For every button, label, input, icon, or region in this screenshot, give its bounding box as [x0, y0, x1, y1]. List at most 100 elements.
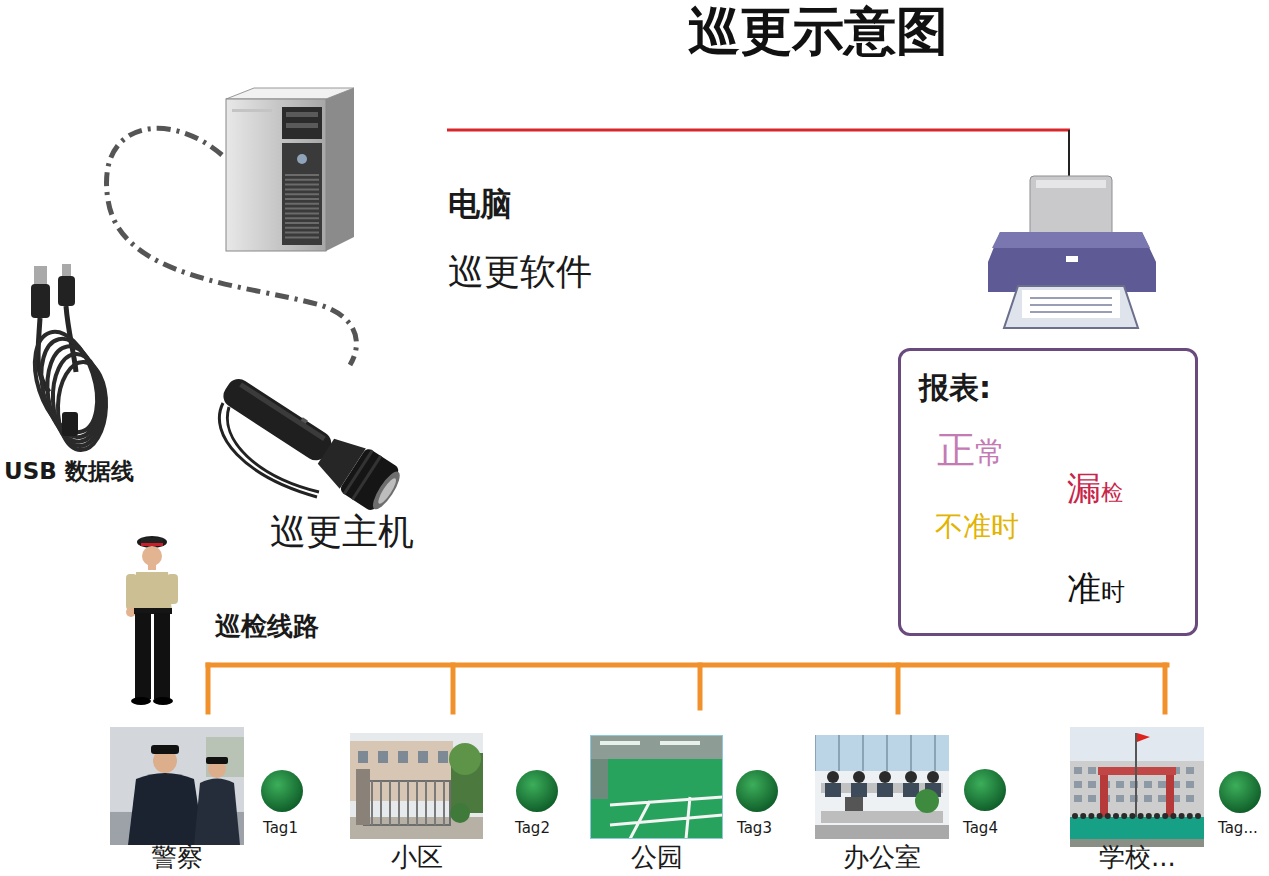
photo-caption: 警察 [151, 843, 203, 873]
node-text: 正常 [937, 429, 1005, 473]
school-illustration-part [1158, 795, 1166, 802]
park-illustration-part [590, 735, 723, 839]
community-illustration-part [371, 781, 373, 825]
computer-illustration-part [326, 88, 354, 251]
park-illustration [590, 735, 723, 839]
school-illustration-part [1179, 813, 1185, 819]
police-illustration [110, 727, 244, 845]
office-illustration-part [851, 783, 867, 797]
park-illustration-part [590, 759, 608, 799]
school-illustration-part [1129, 813, 1135, 819]
guard-figure-part [141, 543, 163, 546]
school-illustration [1070, 727, 1204, 847]
node-text: 准时 [1067, 569, 1125, 608]
park-illustration-part [590, 735, 723, 759]
community-illustration-part [364, 781, 450, 825]
checkpoint-photo: 学校... [1070, 727, 1204, 874]
community-illustration [350, 733, 483, 839]
torch-illustration-part [301, 417, 308, 424]
community-illustration-part [438, 751, 448, 763]
computer-illustration-part [285, 179, 319, 181]
patrol-route-bracket-part [698, 665, 703, 708]
office-illustration-part [910, 735, 912, 771]
school-illustration-part [1105, 813, 1111, 819]
school-illustration-part [1144, 781, 1152, 788]
school-illustration-part [1074, 767, 1082, 774]
node-text: 电脑 [448, 186, 512, 223]
school-illustration-part [1088, 781, 1096, 788]
tag-balls-part [964, 769, 1006, 811]
computer-illustration-part [297, 154, 307, 164]
patrol-route-bracket-part [1163, 665, 1168, 712]
patrol-route-bracket [208, 665, 1167, 712]
printer-icon [988, 176, 1156, 328]
tag-balls-part [516, 770, 558, 812]
torch-illustration-part [376, 476, 399, 506]
police-illustration-part [206, 757, 228, 764]
torch-illustration-part [239, 382, 326, 441]
school-illustration-part [1170, 813, 1176, 819]
school-illustration-part [1144, 795, 1152, 802]
printer-wire [447, 130, 1070, 178]
patrol-route-bracket-part [896, 665, 901, 712]
guard-figure-part [131, 697, 151, 705]
route-label: 巡检线路 [215, 612, 319, 642]
usb-cable-node: USB 数据线 [4, 262, 136, 494]
park-illustration-part [600, 741, 640, 745]
community-illustration-part [398, 751, 408, 763]
school-illustration-part [1135, 733, 1137, 819]
school-illustration-part [1116, 781, 1124, 788]
community-illustration-part [380, 781, 382, 825]
office-illustration-part [815, 825, 949, 839]
school-illustration-part [1138, 813, 1144, 819]
printer-icon-part [992, 232, 1150, 248]
computer-illustration-part [285, 217, 319, 219]
guard-figure-part [153, 697, 173, 705]
office-illustration-part [815, 735, 949, 771]
community-illustration-part [434, 781, 436, 825]
computer-illustration-part [285, 198, 319, 200]
printer-icon-part [1022, 290, 1120, 318]
usb-illustration-part [62, 412, 78, 436]
community-illustration-part [443, 781, 445, 825]
office-illustration-part [853, 771, 865, 783]
guard-figure-part [167, 574, 178, 604]
community-illustration-part [418, 751, 428, 763]
photo-caption: 办公室 [843, 843, 921, 873]
node-text: 漏检 [1067, 469, 1123, 508]
office-illustration-part [905, 771, 917, 783]
community-illustration-part [356, 769, 370, 825]
office-illustration-part [927, 771, 939, 783]
office-illustration-part [879, 771, 891, 783]
guard-figure [126, 536, 178, 705]
photo-caption: 公园 [631, 843, 683, 873]
node-text: 报表: [919, 371, 991, 406]
park-illustration-part [590, 735, 723, 839]
node-text: 不准时 [935, 511, 1019, 543]
tag-label: Tag1 [263, 820, 298, 837]
printer-wire-part [1068, 130, 1070, 178]
guard-figure-part [134, 572, 172, 612]
computer-node: 电脑巡更软件 [222, 85, 594, 293]
park-illustration-part [610, 797, 723, 839]
school-illustration-part [1074, 781, 1082, 788]
community-illustration-part [450, 803, 470, 823]
diagram-title: 巡更示意图 [688, 2, 948, 62]
tag-balls-part [261, 770, 303, 812]
school-illustration-part [1116, 795, 1124, 802]
usb-illustration-part [34, 266, 47, 286]
computer-illustration-part [285, 227, 319, 229]
computer-illustration [222, 85, 357, 253]
tag-label: Tag3 [737, 820, 772, 837]
usb-illustration-part [58, 276, 75, 306]
school-illustration-part [1070, 727, 1204, 847]
school-illustration-part [1146, 813, 1152, 819]
computer-illustration-part [282, 107, 322, 139]
office-illustration-part [903, 783, 919, 797]
office-illustration-part [862, 735, 864, 771]
tag-balls-part [1219, 771, 1261, 813]
school-illustration-part [1097, 813, 1103, 819]
guard-figure-part [141, 538, 163, 545]
computer-illustration-part [285, 232, 319, 234]
